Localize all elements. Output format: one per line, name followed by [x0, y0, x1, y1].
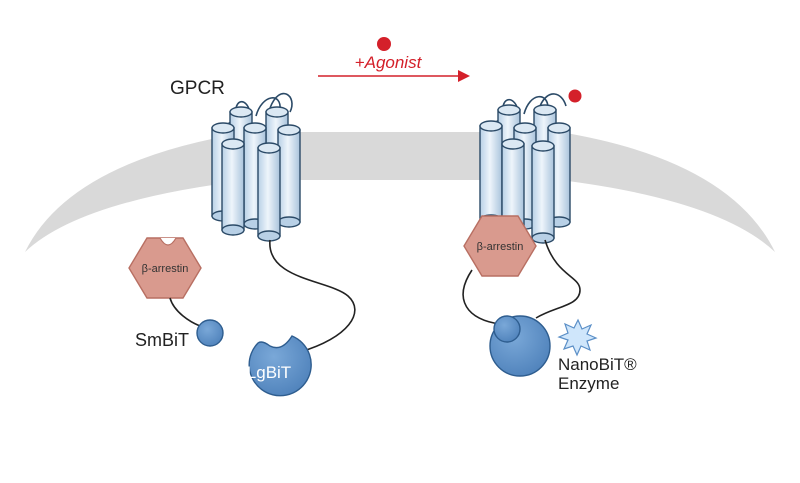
beta-arrestin-right	[463, 215, 537, 277]
linker-arrestin-smbit	[169, 297, 201, 327]
smbit-label: SmBiT	[135, 330, 189, 350]
helix-front	[221, 122, 281, 242]
cell-membrane	[25, 132, 775, 252]
nanobit-smbit-part	[493, 315, 521, 343]
lgbit-label: LgBiT	[247, 363, 291, 382]
tether-arrestin-enzyme	[462, 269, 501, 325]
luminescence-spark-icon	[557, 318, 598, 357]
agonist-label: +Agonist	[355, 53, 423, 72]
beta-arrestin-right-label: β-arrestin	[477, 241, 524, 253]
lgbit-shape	[248, 335, 312, 397]
agonist-ligand-icon	[377, 37, 391, 51]
tether-gpcr-enzyme	[535, 239, 581, 319]
gpcr-left	[211, 92, 301, 242]
smbit-circle	[196, 319, 224, 347]
nanobit-label-line1: NanoBiT®	[558, 355, 637, 374]
nanobit-label-line2: Enzyme	[558, 374, 619, 393]
tether-gpcr-lgbit	[269, 239, 356, 353]
gpcr-label: GPCR	[170, 78, 225, 99]
bound-agonist-icon	[568, 89, 582, 103]
arrowhead-icon	[458, 70, 470, 82]
beta-arrestin-left	[128, 237, 202, 299]
beta-arrestin-left-label: β-arrestin	[142, 263, 189, 275]
